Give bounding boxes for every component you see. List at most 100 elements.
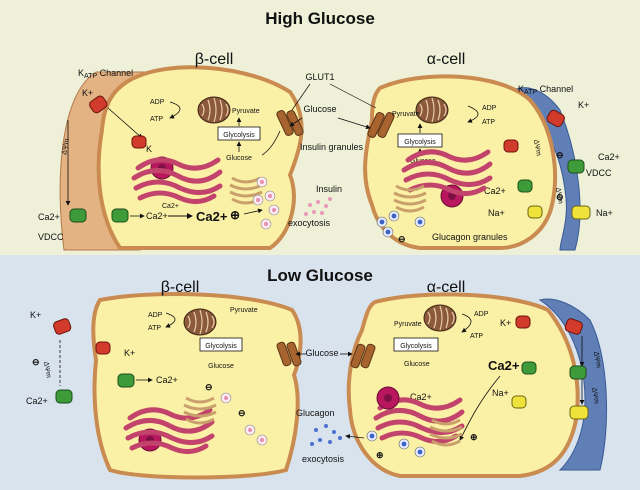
glucagon-granule <box>398 438 410 450</box>
alpha-ca-in-bottom: Ca2+ <box>410 392 432 402</box>
beta-dpsi-bottom: ΔΨm <box>42 361 52 378</box>
glucagon-release-dots <box>310 424 342 446</box>
beta-atp-top: ATP <box>150 116 163 123</box>
insulin-granule <box>260 218 272 230</box>
alpha-katp-channel-top <box>546 109 565 128</box>
beta-mitochondrion-bottom <box>183 308 217 336</box>
alpha-tissue-top <box>509 87 581 251</box>
alpha-glycolysis-bottom: Glycolysis <box>400 343 432 350</box>
alpha-adp-bottom: ADP <box>474 311 489 318</box>
high-glucose-title: High Glucose <box>265 9 375 28</box>
beta-katp-channel-bottom <box>53 318 72 335</box>
alpha-pyruvate-bottom: Pyruvate <box>394 321 422 328</box>
alpha-katp-label: KATP Channel <box>518 84 573 96</box>
alpha-cell-bottom <box>346 292 580 478</box>
beta-minus-out-bottom: ⊖ <box>32 357 40 367</box>
alpha-na-out-top: Na+ <box>596 208 613 218</box>
beta-ca-mito-top: Ca2+ <box>162 203 179 210</box>
glucagon-label: Glucagon <box>296 408 335 418</box>
insulin-release-dots <box>304 197 332 216</box>
beta-vdcc-inner-bottom <box>117 373 135 388</box>
alpha-ca-out-top: Ca2+ <box>598 152 620 162</box>
insulin-granule <box>256 434 268 446</box>
beta-minus2-bottom: ⊖ <box>238 408 246 418</box>
beta-vdcc-channel-bottom <box>55 389 73 404</box>
exocytosis-label-top: exocytosis <box>288 218 331 228</box>
beta-katp-channel-top <box>89 95 108 114</box>
beta-adp-bottom: ADP <box>148 312 163 319</box>
insulin-granule <box>268 204 280 216</box>
alpha-cell-label-bottom: α-cell <box>427 279 466 296</box>
alpha-plus2-bottom: ⊕ <box>376 450 384 460</box>
alpha-nucleus-bottom <box>376 386 400 410</box>
alpha-vdcc-inner-bottom <box>521 361 537 375</box>
alpha-dpsi1-bottom: ΔΨm <box>592 351 602 368</box>
alpha-k-in-bottom: K+ <box>500 318 511 328</box>
beta-atp-bottom: ATP <box>148 325 161 332</box>
beta-katp-label: KATP Channel <box>78 68 133 80</box>
alpha-katp-inner-bottom <box>515 315 531 329</box>
alpha-atp-top: ATP <box>482 119 495 126</box>
beta-dpsi-top: ΔΨm <box>61 138 71 155</box>
beta-vdcc-channel-top <box>69 208 87 223</box>
insulin-granule <box>244 424 256 436</box>
glut1-transporter-right <box>367 112 395 138</box>
alpha-katp-inner-channel <box>503 139 519 153</box>
alpha-ca-in-top: Ca2+ <box>484 186 506 196</box>
beta-mitochondrion-top <box>197 96 231 124</box>
glucagon-granule <box>366 430 378 442</box>
beta-vdcc-label: VDCC <box>38 232 64 242</box>
alpha-tissue-bottom <box>538 298 608 471</box>
glut1-transporter-alpha-bottom <box>350 343 376 369</box>
low-glucose-title: Low Glucose <box>267 266 373 285</box>
insulin-granule <box>252 194 264 206</box>
alpha-glycolysis-box-bottom <box>393 337 439 352</box>
insulin-granules-label: Insulin granules <box>300 142 364 152</box>
alpha-pyruvate-top: Pyruvate <box>392 111 420 118</box>
beta-adp-top: ADP <box>150 99 165 106</box>
beta-minus1-bottom: ⊖ <box>205 382 213 392</box>
beta-ca-in-bottom: Ca2+ <box>156 375 178 385</box>
beta-k-out-top: K+ <box>82 88 93 98</box>
insulin-granule <box>264 190 276 202</box>
alpha-minus1-top: ⊖ <box>556 150 564 160</box>
insulin-label: Insulin <box>316 184 342 194</box>
glucose-label-top: Glucose <box>303 104 336 114</box>
alpha-vdcc-channel-top <box>567 159 585 174</box>
alpha-na-in-bottom: Na+ <box>492 388 509 398</box>
alpha-vdcc-label: VDCC <box>586 168 612 178</box>
alpha-na-inner-bottom <box>511 395 527 409</box>
insulin-granule <box>256 176 268 188</box>
alpha-plus-bottom: ⊕ <box>470 432 478 442</box>
beta-glucose-in-top: Glucose <box>226 155 252 162</box>
beta-k-in-top: K <box>146 144 152 154</box>
alpha-mitochondrion-bottom <box>423 304 457 332</box>
alpha-glycolysis-box-top <box>397 133 443 148</box>
glucagon-granule <box>376 216 388 228</box>
beta-ca-in1-top: Ca2+ <box>146 211 168 221</box>
alpha-na-in-top: Na+ <box>488 208 505 218</box>
glucagon-granule <box>414 446 426 458</box>
glucagon-granule <box>388 210 400 222</box>
beta-vdcc-inner-channel <box>111 208 129 223</box>
beta-glycolysis-top: Glycolysis <box>223 132 255 139</box>
alpha-na-channel-top <box>571 205 591 220</box>
beta-ca-out-bottom: Ca2+ <box>26 396 48 406</box>
alpha-mitochondrion-top <box>415 96 449 124</box>
glucagon-granules-label: Glucagon granules <box>432 232 508 242</box>
alpha-cell-label-top: α-cell <box>427 51 466 68</box>
alpha-adp-top: ADP <box>482 105 497 112</box>
beta-k-in-bottom: K+ <box>124 348 135 358</box>
beta-glycolysis-box-bottom <box>199 337 243 352</box>
beta-glucose-in-bottom: Glucose <box>208 363 234 370</box>
alpha-minus2-top: ⊖ <box>556 192 564 202</box>
alpha-minus3-top: ⊖ <box>398 234 406 244</box>
alpha-k-out-top: K+ <box>578 100 589 110</box>
beta-glycolysis-bottom: Glycolysis <box>205 343 237 350</box>
beta-pyruvate-top: Pyruvate <box>232 108 260 115</box>
alpha-katp-channel-bottom <box>564 318 583 335</box>
beta-glycolysis-box-top <box>217 126 261 141</box>
alpha-atp-bottom: ATP <box>470 333 483 340</box>
